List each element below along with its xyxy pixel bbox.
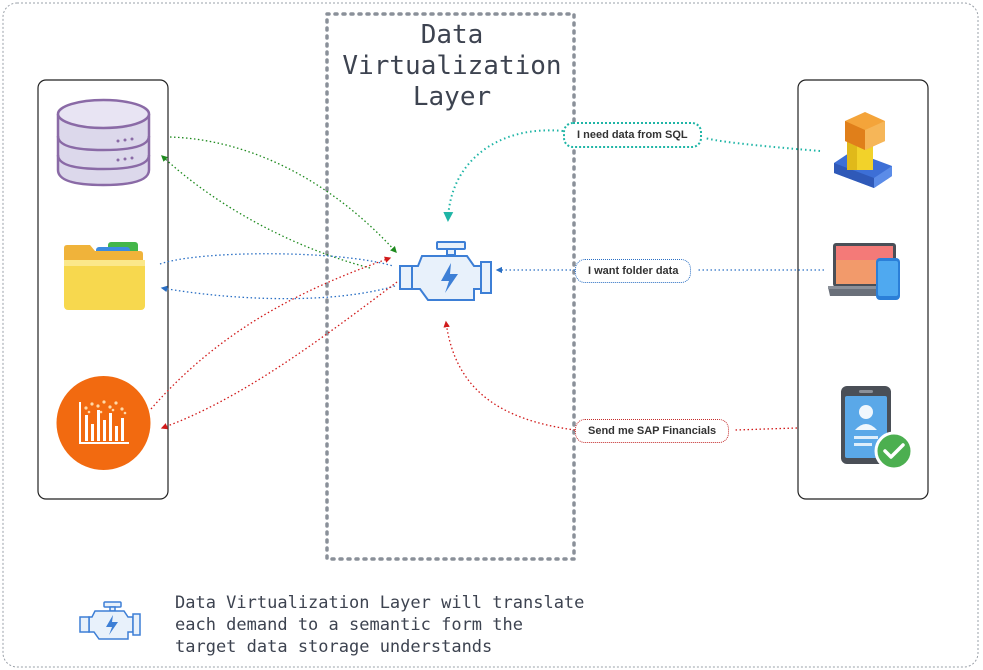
sql-request-label: I need data from SQL bbox=[563, 122, 702, 148]
arrow-chart-to-engine bbox=[150, 256, 392, 410]
user-icon bbox=[834, 112, 892, 188]
arrow-folder-to-engine bbox=[159, 253, 394, 267]
arrow-idcard-request bbox=[734, 427, 798, 431]
database-icon bbox=[56, 98, 151, 187]
arrow-user-request bbox=[704, 137, 821, 152]
layer-title: Data Virtualization Layer bbox=[330, 20, 574, 113]
arrow-database-to-engine bbox=[169, 136, 397, 253]
caption-line: each demand to a semantic form the bbox=[175, 615, 523, 635]
layer-title-line: Layer bbox=[412, 82, 492, 112]
layer-title-line: Data bbox=[420, 20, 484, 50]
folder-request-label: I want folder data bbox=[575, 259, 692, 283]
arrow-engine-to-chart bbox=[160, 281, 398, 430]
arrow-engine-to-folder bbox=[160, 285, 396, 300]
caption-line: Data Virtualization Layer will translate bbox=[175, 593, 585, 613]
legend-engine-icon bbox=[79, 601, 141, 640]
layer-title-line: Virtualization bbox=[342, 51, 562, 81]
id-card-verified-icon bbox=[841, 386, 914, 471]
arrow-sap-request-to-engine bbox=[443, 320, 576, 431]
caption-line: target data storage understands bbox=[175, 637, 493, 657]
laptop-phone-icon bbox=[828, 243, 900, 300]
sap-request-label: Send me SAP Financials bbox=[575, 419, 730, 443]
analytics-chart-icon bbox=[56, 376, 151, 470]
legend-caption: Data Virtualization Layer will translate… bbox=[175, 592, 675, 658]
arrow-sql-to-engine bbox=[443, 129, 564, 222]
folder-icon bbox=[64, 242, 145, 310]
virtualization-layer-box bbox=[325, 12, 576, 561]
engine-icon bbox=[399, 241, 492, 301]
arrow-engine-to-database bbox=[161, 155, 371, 269]
